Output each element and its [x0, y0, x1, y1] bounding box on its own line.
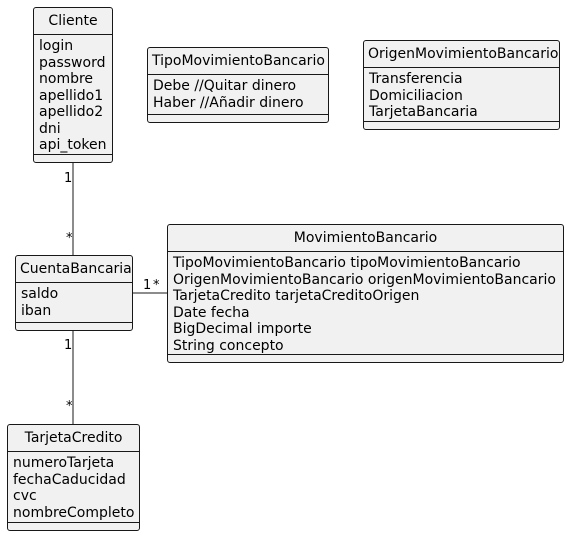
attribute: apellido1	[39, 87, 104, 104]
attribute: nombreCompleto	[13, 504, 135, 521]
class-divider	[148, 74, 328, 75]
attribute: TarjetaBancaria	[369, 104, 478, 120]
attribute: numeroTarjeta	[13, 455, 115, 471]
class-divider	[364, 121, 559, 122]
attribute: BigDecimal importe	[173, 321, 312, 337]
class-attributes: numeroTarjeta fechaCaducidad cvc nombreC…	[8, 452, 139, 525]
attribute: login	[39, 38, 74, 54]
multiplicity-label: *	[66, 399, 73, 414]
class-name: Cliente	[48, 13, 98, 29]
attribute: TipoMovimientoBancario tipoMovimientoBan…	[173, 255, 521, 271]
class-divider	[16, 282, 132, 283]
class-name: MovimientoBancario	[293, 230, 438, 246]
class-tipo-movimiento-bancario[interactable]: TipoMovimientoBancario Debe //Quitar din…	[147, 47, 329, 123]
multiplicity-label: 1	[64, 171, 73, 186]
attribute: Transferencia	[369, 71, 463, 87]
class-origen-movimiento-bancario[interactable]: OrigenMovimientoBancario Transferencia D…	[363, 40, 560, 130]
class-divider	[8, 451, 139, 452]
class-name: OrigenMovimientoBancario	[368, 46, 559, 62]
class-cliente[interactable]: Cliente login password nombre apellido1 …	[33, 7, 113, 163]
class-name: TarjetaCredito	[24, 430, 123, 446]
multiplicity-label: 1	[64, 338, 73, 353]
class-attributes: TipoMovimientoBancario tipoMovimientoBan…	[168, 252, 563, 358]
class-divider	[8, 522, 139, 523]
attribute: api_token	[39, 137, 107, 153]
attribute: Domiciliacion	[369, 87, 463, 104]
attribute: password	[39, 54, 106, 71]
attribute: saldo	[21, 286, 59, 302]
class-name: TipoMovimientoBancario	[152, 53, 325, 69]
multiplicity-label: *	[153, 278, 160, 293]
class-attributes: saldo iban	[16, 283, 132, 323]
class-divider	[168, 354, 563, 355]
class-attributes: Transferencia Domiciliacion TarjetaBanca…	[364, 68, 559, 125]
attribute: Haber //Añadir dinero	[153, 94, 304, 111]
attribute: OrigenMovimientoBancario origenMovimient…	[173, 271, 556, 288]
class-divider	[148, 114, 328, 115]
class-name: CuentaBancaria	[20, 261, 132, 277]
class-attributes: login password nombre apellido1 apellido…	[34, 35, 112, 158]
attribute: iban	[21, 302, 52, 319]
class-divider	[364, 67, 559, 68]
multiplicity-label: *	[66, 231, 73, 246]
attribute: nombre	[39, 71, 94, 87]
attribute: fechaCaducidad	[13, 471, 126, 488]
attribute: String concepto	[173, 337, 284, 354]
multiplicity-label: 1	[143, 278, 152, 293]
class-divider	[34, 154, 112, 155]
class-divider	[34, 34, 112, 35]
attribute: cvc	[13, 488, 37, 504]
attribute: TarjetaCredito tarjetaCreditoOrigen	[173, 288, 420, 304]
class-attributes: Debe //Quitar dinero Haber //Añadir dine…	[148, 75, 328, 115]
class-divider	[168, 251, 563, 252]
attribute: Debe //Quitar dinero	[153, 78, 297, 94]
class-divider	[16, 322, 132, 323]
attribute: Date fecha	[173, 304, 250, 321]
attribute: apellido2	[39, 104, 104, 120]
class-cuenta-bancaria[interactable]: CuentaBancaria saldo iban	[15, 255, 133, 331]
class-movimiento-bancario[interactable]: MovimientoBancario TipoMovimientoBancari…	[167, 224, 564, 363]
class-tarjeta-credito[interactable]: TarjetaCredito numeroTarjeta fechaCaduci…	[7, 424, 140, 531]
attribute: dni	[39, 120, 61, 137]
